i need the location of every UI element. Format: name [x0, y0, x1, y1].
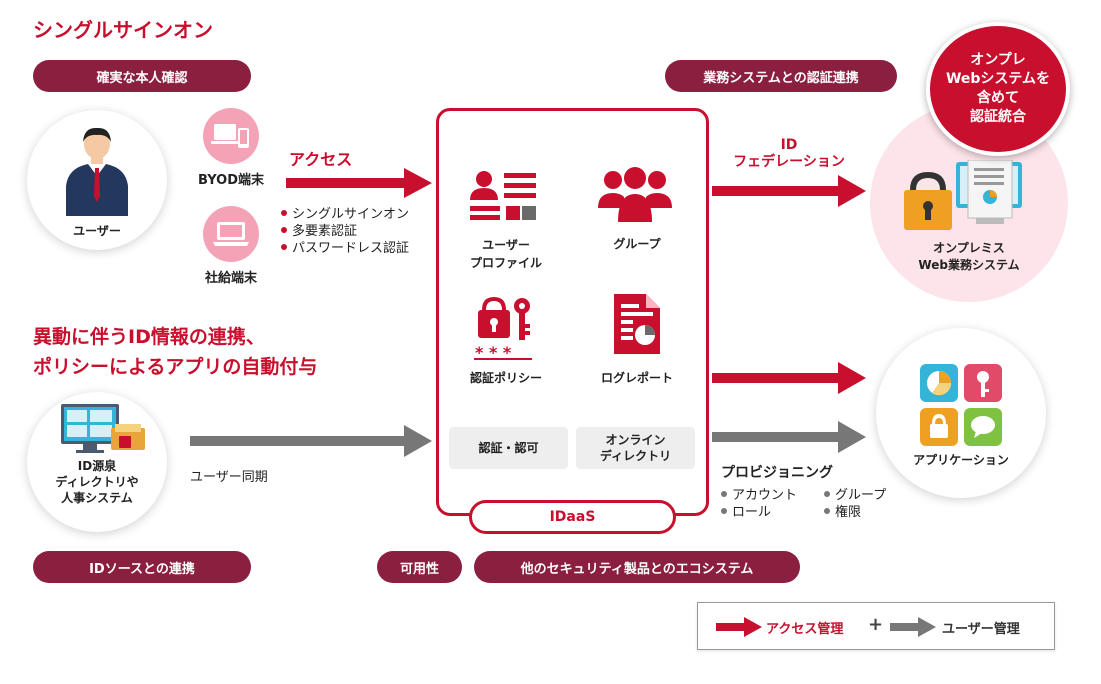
company-device-label: 社給端末 [204, 271, 257, 286]
byod-label: BYOD端末 [198, 173, 264, 188]
identity-pill: 確実な本人確認 [33, 60, 251, 92]
ecosystem-pill: 他のセキュリティ製品とのエコシステム [474, 551, 800, 583]
federation-label: ID フェデレーション [733, 137, 845, 170]
federation-arrow [712, 175, 866, 207]
group-label: グループ [613, 237, 661, 251]
authn-authz-box: 認証・認可 [449, 427, 568, 469]
provisioning-item: 権限 [824, 504, 886, 521]
idaas-name-tab: IDaaS [469, 500, 676, 534]
feature-item: パスワードレス認証 [281, 240, 409, 257]
laptop-icon [213, 222, 249, 246]
id-source-label: ID源泉 ディレクトリや 人事システム [55, 459, 139, 505]
provisioning-item: グループ [824, 487, 886, 504]
provisioning-list-right: グループ 権限 [824, 487, 886, 521]
user-sync-label: ユーザー同期 [190, 470, 268, 485]
sync-heading: 異動に伴うID情報の連携、 ポリシーによるアプリの自動付与 [33, 326, 318, 378]
application-circle: アプリケーション [876, 328, 1046, 498]
laptop-phone-icon [211, 124, 249, 148]
user-profile-icon [470, 171, 536, 220]
access-features-list: シングルサインオン 多要素認証 パスワードレス認証 [281, 206, 409, 257]
svg-text:* * *: * * * [475, 343, 512, 360]
online-directory-box: オンライン ディレクトリ [576, 427, 695, 469]
company-device-circle [203, 206, 259, 262]
onprem-badge: オンプレ Webシステムを 含めて 認証統合 [926, 22, 1070, 156]
log-report-label: ログレポート [600, 371, 673, 385]
auth-policy-icon: * * * [474, 297, 532, 360]
availability-pill: 可用性 [377, 551, 462, 583]
app-access-arrow [712, 362, 866, 394]
group-icon [598, 167, 672, 222]
provisioning-item: アカウント [721, 487, 797, 504]
log-report-icon [614, 294, 660, 354]
legend-red-arrow [716, 617, 762, 637]
feature-item: 多要素認証 [281, 223, 409, 240]
provisioning-title: プロビジョニング [721, 465, 833, 481]
id-source-circle: ID源泉 ディレクトリや 人事システム [27, 392, 167, 532]
legend-access-label: アクセス管理 [766, 622, 844, 637]
legend-user-label: ユーザー管理 [942, 622, 1020, 637]
business-integration-pill: 業務システムとの認証連携 [665, 60, 897, 92]
user-sync-arrow [190, 425, 432, 457]
lock-server-icon [904, 160, 1022, 230]
user-circle: ユーザー [27, 110, 167, 250]
app-tiles-icon [920, 364, 1002, 446]
legend-box: アクセス管理 + ユーザー管理 [697, 602, 1055, 650]
feature-item: シングルサインオン [281, 206, 409, 223]
id-source-pill: IDソースとの連携 [33, 551, 251, 583]
page-title: シングルサインオン [33, 18, 213, 42]
access-label: アクセス [289, 150, 353, 169]
provisioning-item: ロール [721, 504, 797, 521]
directory-monitor-icon [61, 404, 145, 453]
onprem-label: オンプレミス Web業務システム [918, 241, 1020, 272]
provisioning-arrow [712, 421, 866, 453]
user-label: ユーザー [73, 224, 121, 238]
businessman-icon [66, 127, 128, 216]
provisioning-list-left: アカウント ロール [721, 487, 797, 521]
legend-gray-arrow [890, 617, 936, 637]
user-profile-label: ユーザー プロファイル [469, 238, 542, 270]
idaas-name: IDaaS [549, 509, 596, 525]
access-arrow [286, 168, 432, 198]
legend-plus: + [868, 614, 884, 635]
application-label: アプリケーション [913, 453, 1009, 467]
byod-device-circle [203, 108, 259, 164]
auth-policy-label: 認証ポリシー [469, 371, 542, 385]
